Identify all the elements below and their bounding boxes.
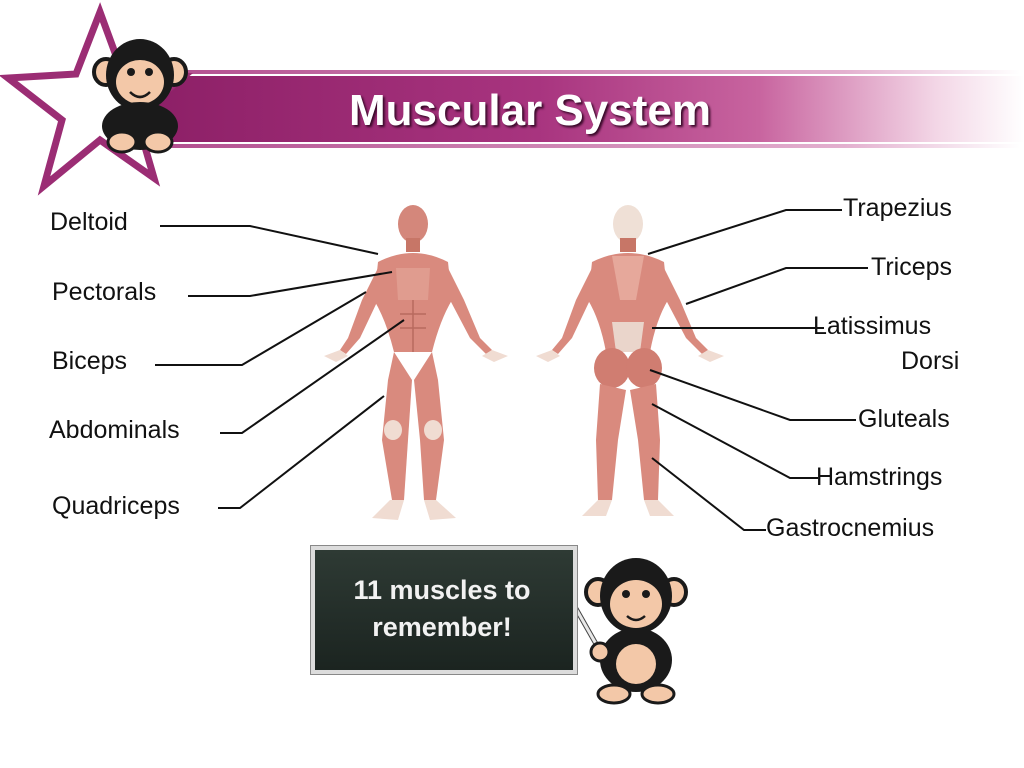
quadriceps-leader bbox=[218, 395, 385, 509]
back-body-figure bbox=[536, 205, 724, 516]
label-gluteals: Gluteals bbox=[858, 405, 950, 433]
chalkboard-line-1: 11 muscles to bbox=[353, 575, 531, 605]
pectorals-leader bbox=[188, 271, 393, 297]
label-triceps: Triceps bbox=[871, 253, 953, 281]
hamstrings-leader bbox=[651, 403, 818, 479]
banner-top-stripe bbox=[140, 70, 1020, 74]
gluteals-leader bbox=[649, 369, 856, 421]
label-deltoid: Deltoid bbox=[50, 208, 128, 236]
label-latissimus: Latissimus bbox=[813, 312, 932, 340]
label-biceps: Biceps bbox=[52, 347, 128, 375]
title-banner bbox=[140, 76, 1024, 142]
front-body-figure bbox=[324, 205, 508, 520]
label-trapezius: Trapezius bbox=[843, 194, 952, 222]
chalkboard-line-2: remember! bbox=[372, 612, 512, 642]
teacher-monkey-icon bbox=[559, 558, 688, 705]
page-title: Muscular System bbox=[349, 86, 711, 135]
monkey-mascot-icon bbox=[92, 39, 188, 154]
chalkboard bbox=[311, 546, 577, 674]
label-quadriceps: Quadriceps bbox=[52, 492, 180, 520]
label-gastrocnemius: Gastrocnemius bbox=[766, 514, 935, 542]
leader-lines-right bbox=[647, 209, 868, 531]
label-abdominals: Abdominals bbox=[49, 416, 180, 444]
triceps-leader bbox=[685, 267, 868, 305]
deltoid-leader bbox=[160, 225, 379, 255]
label-dorsi: Dorsi bbox=[901, 347, 960, 375]
abdominals-leader bbox=[220, 319, 405, 434]
banner-bottom-stripe bbox=[140, 144, 1020, 148]
biceps-leader bbox=[155, 291, 367, 366]
trapezius-leader bbox=[647, 209, 842, 255]
label-pectorals: Pectorals bbox=[52, 278, 157, 306]
chalkboard-text: 11 muscles to remember! bbox=[315, 572, 569, 646]
gastrocnemius-leader bbox=[651, 457, 766, 531]
label-hamstrings: Hamstrings bbox=[816, 463, 943, 491]
leader-lines-left bbox=[155, 225, 405, 509]
